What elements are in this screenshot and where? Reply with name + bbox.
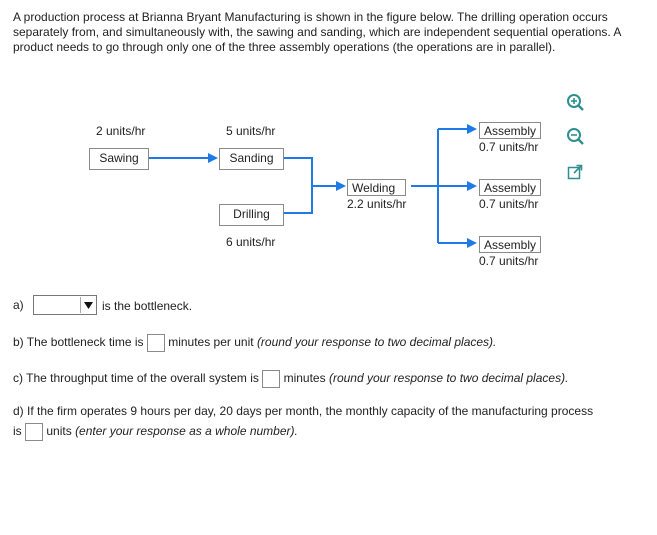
assembly-rate-2: 0.7 units/hr xyxy=(479,197,539,211)
question-c-suffix: minutes xyxy=(283,371,326,386)
question-c-note: (round your response to two decimal plac… xyxy=(328,371,569,386)
drilling-box: Drilling xyxy=(219,204,284,226)
flow-lines xyxy=(148,124,477,248)
welding-box: Welding xyxy=(347,179,407,196)
question-b-suffix: minutes per unit xyxy=(168,335,254,350)
question-b: b) The bottleneck time is minutes per un… xyxy=(13,334,496,352)
bottleneck-dropdown[interactable] xyxy=(33,295,97,315)
question-c-prefix: c) The throughput time of the overall sy… xyxy=(13,371,259,386)
zoom-in-icon[interactable] xyxy=(565,92,585,112)
chevron-down-icon xyxy=(80,297,95,313)
sanding-box: Sanding xyxy=(219,148,284,170)
assembly-box-3: Assembly xyxy=(479,236,542,253)
welding-node: Welding 2.2 units/hr xyxy=(347,179,407,211)
question-c: c) The throughput time of the overall sy… xyxy=(13,370,568,388)
assembly-box-1: Assembly xyxy=(479,122,542,139)
question-d-prefix: is xyxy=(13,424,22,439)
assembly-node-3: Assembly 0.7 units/hr xyxy=(479,236,542,268)
bottleneck-time-input[interactable] xyxy=(146,334,165,352)
problem-statement: A production process at Brianna Bryant M… xyxy=(13,10,621,54)
expand-icon[interactable] xyxy=(565,162,585,182)
question-d-note: (enter your response as a whole number). xyxy=(75,424,298,439)
throughput-time-input[interactable] xyxy=(262,370,281,388)
sawing-box: Sawing xyxy=(89,148,149,170)
assembly-rate-3: 0.7 units/hr xyxy=(479,254,539,268)
question-d-line1: d) If the firm operates 9 hours per day,… xyxy=(13,404,594,418)
question-b-note: (round your response to two decimal plac… xyxy=(256,335,497,350)
question-d-suffix: units xyxy=(46,424,72,439)
zoom-out-icon[interactable] xyxy=(565,126,585,146)
question-b-prefix: b) The bottleneck time is xyxy=(13,335,144,350)
question-a-text: is the bottleneck. xyxy=(102,299,193,313)
monthly-capacity-input[interactable] xyxy=(25,423,44,441)
assembly-node-1: Assembly 0.7 units/hr xyxy=(479,122,542,154)
welding-rate: 2.2 units/hr xyxy=(347,197,407,211)
drilling-rate: 6 units/hr xyxy=(226,235,276,249)
assembly-box-2: Assembly xyxy=(479,179,542,196)
assembly-node-2: Assembly 0.7 units/hr xyxy=(479,179,542,211)
question-a-label: a) xyxy=(13,298,24,312)
assembly-rate-1: 0.7 units/hr xyxy=(479,140,539,154)
sawing-rate: 2 units/hr xyxy=(96,124,146,138)
question-d-line2: is units (enter your response as a whole… xyxy=(13,423,298,441)
sanding-rate: 5 units/hr xyxy=(226,124,276,138)
process-diagram: 2 units/hr Sawing 5 units/hr Sanding Dri… xyxy=(89,122,542,268)
